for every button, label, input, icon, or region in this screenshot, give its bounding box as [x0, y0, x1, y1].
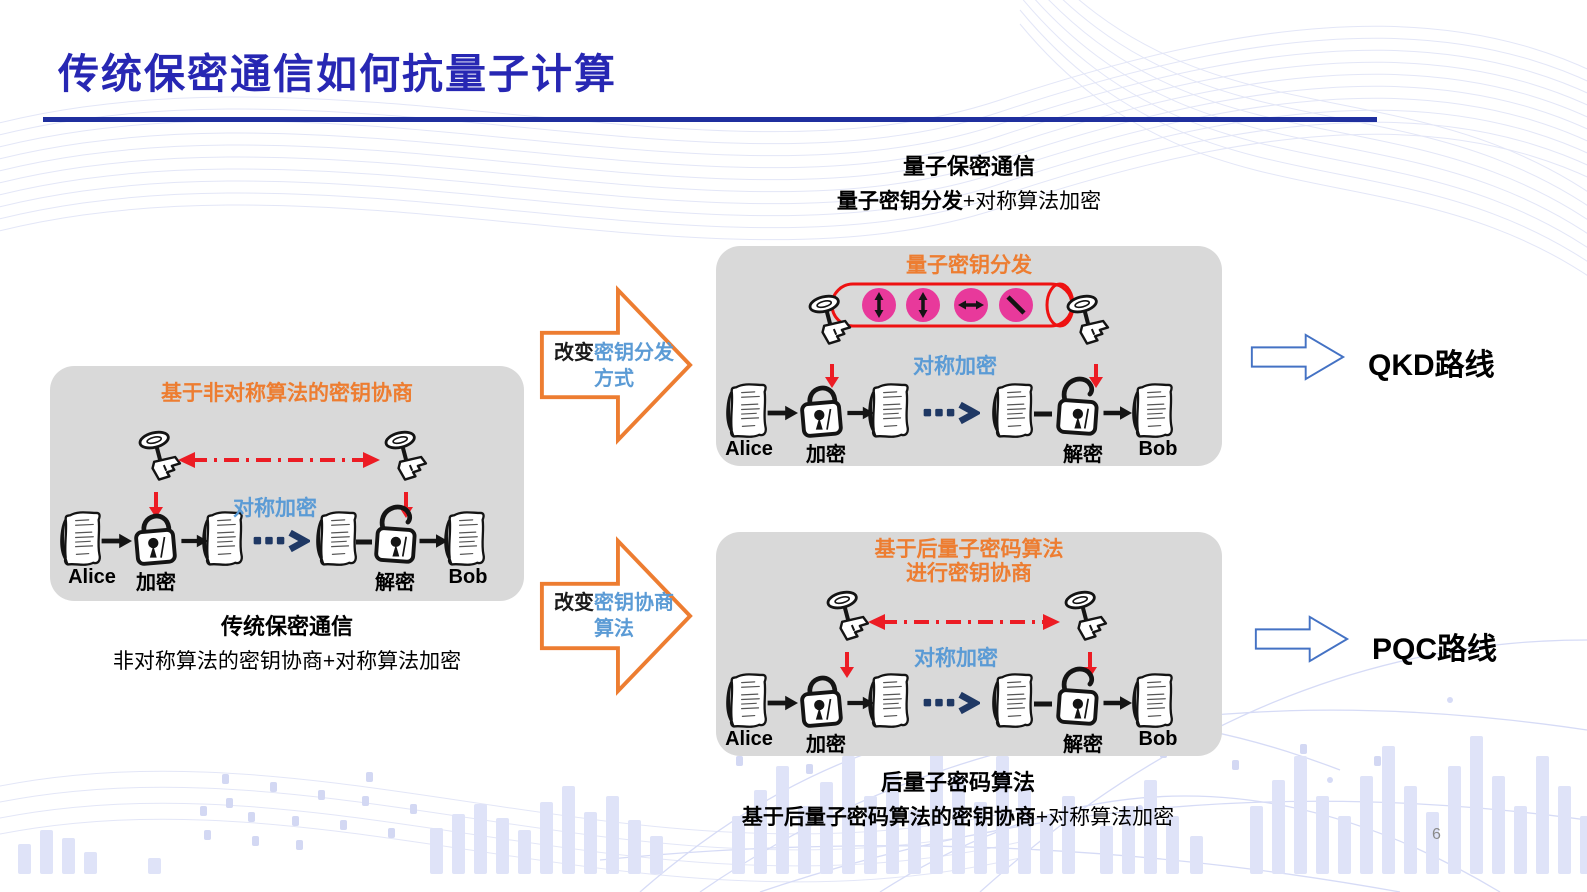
- transition-top-text: 改变密钥分发 方式: [532, 340, 696, 392]
- document-icon: [991, 673, 1033, 728]
- symmetric-encryption-label: 对称加密: [233, 497, 317, 520]
- qkd-header-subtitle-bold: 量子密钥分发: [836, 190, 963, 213]
- transition-top-prefix: 改变: [554, 342, 594, 364]
- key-icon: [1066, 294, 1108, 344]
- document-icon: [867, 383, 909, 438]
- dotted-arrow-icon: [254, 533, 305, 550]
- transition-top-line2: 方式: [594, 368, 634, 390]
- right-arrow-icon: [420, 534, 449, 548]
- page-title: 传统保密通信如何抗量子计算: [58, 51, 617, 97]
- encrypt-label: 加密: [806, 734, 846, 756]
- pqc-caption: 后量子密码算法 基于后量子密码算法的密钥协商+对称算法加密: [678, 768, 1238, 833]
- decrypt-label: 解密: [1063, 444, 1103, 466]
- qkd-header-subtitle: 量子密钥分发+对称算法加密: [716, 187, 1222, 217]
- pqc-panel-title-line1: 基于后量子密码算法: [874, 538, 1064, 561]
- down-arrow: [1089, 364, 1103, 388]
- document-icon: [1131, 673, 1173, 728]
- key-negotiation-arrow: [178, 452, 380, 468]
- document-icon: [443, 511, 485, 566]
- photon-icon: [999, 288, 1033, 322]
- transition-arrow-bottom: [539, 536, 693, 696]
- key-negotiation-arrow: [868, 614, 1060, 630]
- transition-bottom-highlight: 密钥协商: [594, 592, 674, 614]
- padlock-closed-icon: [802, 678, 842, 726]
- transition-bottom-text: 改变密钥协商 算法: [532, 590, 696, 642]
- right-arrow-icon: [1104, 696, 1133, 710]
- left-caption-subtitle: 非对称算法的密钥协商+对称算法加密: [112, 650, 462, 673]
- padlock-closed-icon: [802, 388, 842, 436]
- transition-arrow-top: [539, 285, 693, 445]
- qkd-panel-diagram: [725, 282, 1173, 466]
- document-icon: [59, 511, 101, 566]
- bob-label: Bob: [448, 566, 488, 588]
- down-arrow: [840, 652, 854, 678]
- key-icon: [138, 430, 180, 480]
- down-arrow: [825, 364, 839, 388]
- key-icon: [826, 590, 868, 640]
- qkd-header-title: 量子保密通信: [902, 154, 1035, 179]
- document-icon: [725, 673, 767, 728]
- down-arrow: [149, 492, 163, 518]
- pqc-route-label: PQC路线: [1372, 633, 1498, 666]
- right-arrow-icon: [768, 696, 798, 710]
- document-icon: [1131, 383, 1173, 438]
- alice-label: Alice: [68, 566, 116, 588]
- dotted-arrow-icon: [924, 695, 975, 712]
- photon-icon: [954, 288, 988, 322]
- qkd-header-subtitle-rest: +对称算法加密: [962, 190, 1102, 213]
- photon-icon: [862, 288, 896, 322]
- alice-label: Alice: [725, 438, 773, 460]
- document-icon: [991, 383, 1033, 438]
- qkd-panel-title: 量子密钥分发: [906, 254, 1032, 277]
- padlock-closed-icon: [136, 516, 176, 564]
- padlock-open-icon: [1058, 379, 1097, 434]
- route-arrow-qkd: [1250, 333, 1346, 381]
- right-arrow-icon: [102, 534, 132, 548]
- left-caption: 传统保密通信 非对称算法的密钥协商+对称算法加密: [50, 612, 524, 677]
- route-arrow-pqc: [1254, 615, 1350, 663]
- alice-label: Alice: [725, 728, 773, 750]
- key-icon: [384, 430, 426, 480]
- qkd-panel: 量子密钥分发 对称加密 Alice 加密 解密 Bob: [716, 246, 1222, 466]
- dotted-arrow-icon: [924, 405, 975, 422]
- left-panel: 基于非对称算法的密钥协商 对称加密 Alice 加密 解密 Bob: [50, 366, 524, 601]
- decrypt-label: 解密: [1063, 734, 1103, 756]
- encrypt-label: 加密: [806, 444, 846, 466]
- decrypt-label: 解密: [375, 572, 415, 594]
- bob-label: Bob: [1138, 728, 1178, 750]
- bob-label: Bob: [1138, 438, 1178, 460]
- pqc-panel-diagram: [725, 532, 1173, 756]
- pqc-caption-subtitle: 基于后量子密码算法的密钥协商+对称算法加密: [678, 803, 1238, 833]
- left-panel-title: 基于非对称算法的密钥协商: [161, 382, 413, 405]
- transition-bottom-line2: 算法: [594, 618, 634, 640]
- page-number: 6: [1432, 826, 1441, 843]
- key-icon: [1064, 590, 1106, 640]
- pqc-panel-title-line2: 进行密钥协商: [906, 562, 1032, 585]
- padlock-open-icon: [376, 507, 415, 562]
- left-panel-diagram: [59, 366, 485, 601]
- document-icon: [725, 383, 767, 438]
- encrypt-label: 加密: [136, 572, 176, 594]
- document-icon: [867, 673, 909, 728]
- symmetric-encryption-label: 对称加密: [913, 355, 997, 378]
- left-caption-title: 传统保密通信: [220, 614, 353, 639]
- key-icon: [808, 294, 850, 344]
- padlock-open-icon: [1058, 669, 1097, 724]
- right-arrow-icon: [1104, 406, 1133, 420]
- qkd-route-label: QKD路线: [1368, 349, 1495, 382]
- transition-bottom-prefix: 改变: [554, 592, 594, 614]
- pqc-panel: 基于后量子密码算法 进行密钥协商 对称加密 Alice 加密 解密 Bob: [716, 532, 1222, 756]
- symmetric-encryption-label: 对称加密: [914, 647, 998, 670]
- transition-top-highlight: 密钥分发: [594, 342, 674, 364]
- pqc-caption-subtitle-bold: 基于后量子密码算法的密钥协商: [741, 806, 1036, 829]
- right-arrow-icon: [768, 406, 798, 420]
- qkd-header: 量子保密通信 量子密钥分发+对称算法加密: [716, 152, 1222, 217]
- pqc-caption-title: 后量子密码算法: [880, 770, 1035, 795]
- title-underline: [43, 117, 1377, 122]
- photon-icon: [906, 288, 940, 322]
- pqc-caption-subtitle-rest: +对称算法加密: [1035, 806, 1175, 829]
